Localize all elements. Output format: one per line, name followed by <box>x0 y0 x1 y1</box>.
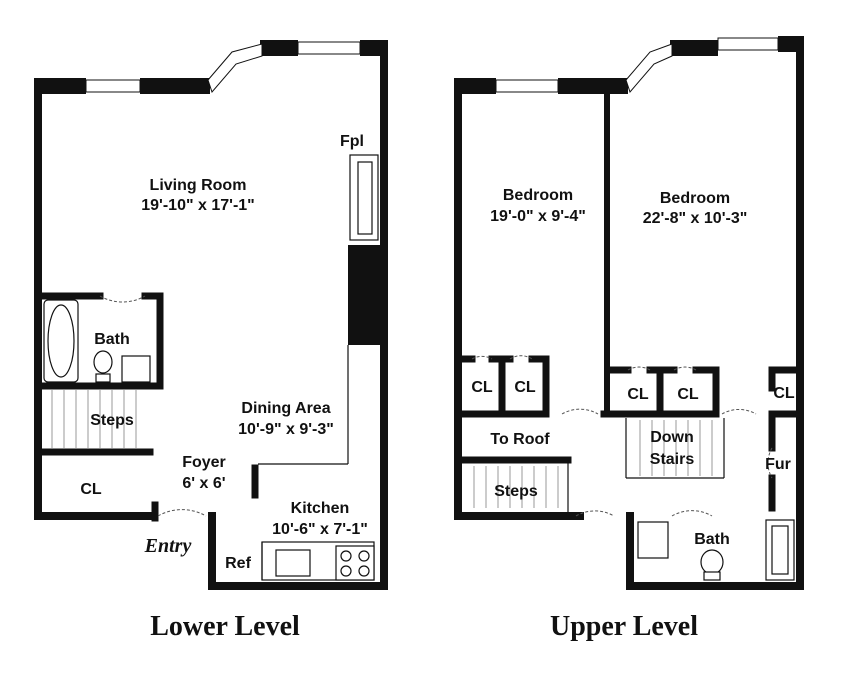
upper-toilet-icon <box>700 549 724 575</box>
lower-level-plan: Living Room 19'-10" x 17'-1" Fpl Bath St… <box>34 40 388 642</box>
entry-door-swing <box>157 509 207 517</box>
kitchen-label: Kitchen <box>291 500 350 517</box>
upper-right-wall <box>796 36 804 590</box>
bath-door-swing <box>99 295 146 303</box>
dining-area-label: Dining Area <box>241 400 330 417</box>
upper-window-3 <box>717 37 779 51</box>
upper-bottom-wall-bath <box>626 582 804 590</box>
foyer-dimensions: 6' x 6' <box>182 475 225 492</box>
upper-bath-left-wall <box>626 512 634 590</box>
upper-closet-label-4: CL <box>677 386 699 403</box>
upper-window-1 <box>495 79 559 93</box>
down-label: Down <box>650 429 694 446</box>
steps-door-swing <box>575 510 615 517</box>
upper-left-wall <box>454 78 462 518</box>
upper-top-wall-mid <box>558 78 628 94</box>
upper-sink-icon <box>637 521 669 559</box>
dining-area-dimensions: 10'-9" x 9'-3" <box>238 421 334 438</box>
upper-bottom-wall-left <box>454 512 584 520</box>
lower-window-1 <box>85 79 141 93</box>
bedroom-2-label: Bedroom <box>660 190 730 207</box>
upper-level-title: Upper Level <box>550 611 698 642</box>
kitchen-sink-icon <box>275 549 311 577</box>
lower-window-3 <box>297 41 361 55</box>
toilet-icon <box>93 350 113 374</box>
hall-door-swing-2 <box>721 408 757 415</box>
upper-level-plan: Bedroom 19'-0" x 9'-4" Bedroom 22'-8" x … <box>454 36 804 642</box>
bedroom-1-label: Bedroom <box>503 187 573 204</box>
lower-top-wall-left <box>34 78 86 94</box>
entry-label: Entry <box>144 535 192 557</box>
lower-fireplace-wall <box>348 245 380 345</box>
lower-kitchen-left-wall <box>208 512 216 590</box>
sink-icon <box>121 355 151 383</box>
furnace-door-swing <box>767 447 773 479</box>
lower-left-wall <box>34 78 42 518</box>
bedroom-1-dimensions: 19'-0" x 9'-4" <box>490 208 586 225</box>
furnace-label: Fur <box>765 456 791 473</box>
down-stairs-treads <box>639 420 713 476</box>
foyer-label: Foyer <box>182 454 226 471</box>
upper-top-wall-left <box>454 78 496 94</box>
lower-window-2 <box>207 43 263 93</box>
kitchen-dimensions: 10'-6" x 7'-1" <box>272 521 368 538</box>
upper-closet-label-5: CL <box>773 385 795 402</box>
hall-door-swing-1 <box>561 408 599 415</box>
upper-closet-label-1: CL <box>471 379 493 396</box>
lower-closet-label: CL <box>80 481 102 498</box>
upper-top-wall-right <box>670 40 718 56</box>
lower-steps-treads <box>51 390 137 448</box>
lower-bottom-wall-left <box>34 512 158 520</box>
refrigerator-label: Ref <box>225 555 251 572</box>
living-room-label: Living Room <box>150 177 247 194</box>
lower-level-title: Lower Level <box>150 611 300 642</box>
fireplace-label: Fpl <box>340 133 364 150</box>
lower-right-wall <box>380 40 388 590</box>
to-roof-label: To Roof <box>490 431 550 448</box>
stairs-label: Stairs <box>650 451 695 468</box>
lower-top-wall-mid <box>140 78 210 94</box>
stove-icon <box>335 545 375 581</box>
living-room-dimensions: 19'-10" x 17'-1" <box>141 197 255 214</box>
upper-bath-label: Bath <box>694 531 730 548</box>
lower-bottom-wall-kitchen <box>208 582 388 590</box>
upper-window-2 <box>625 43 673 93</box>
upper-steps-label: Steps <box>494 483 538 500</box>
upper-closet-label-3: CL <box>627 386 649 403</box>
lower-bath-label: Bath <box>94 331 130 348</box>
bedroom-divider-wall <box>604 92 610 417</box>
bedroom-2-dimensions: 22'-8" x 10'-3" <box>643 210 748 227</box>
lower-steps-label: Steps <box>90 412 134 429</box>
lower-top-wall-right <box>260 40 298 56</box>
upper-steps-treads <box>473 466 559 508</box>
upper-bath-door-swing <box>671 510 713 517</box>
upper-closet-label-2: CL <box>514 379 536 396</box>
